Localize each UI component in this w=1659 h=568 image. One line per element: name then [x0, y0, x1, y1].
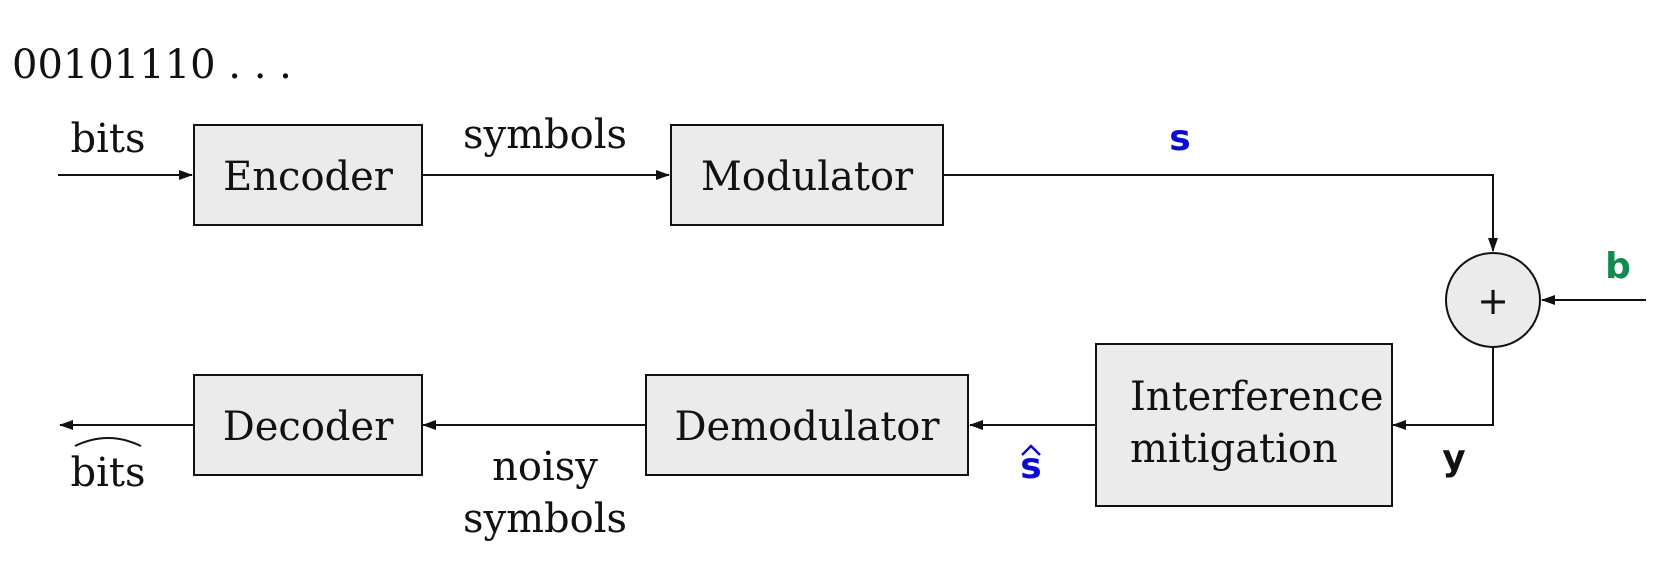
bits-out-label: bits [71, 450, 146, 496]
demodulator-label: Demodulator [674, 404, 940, 450]
b-label: b [1605, 246, 1631, 287]
s-label: s [1169, 118, 1190, 159]
s-wire [943, 174, 1498, 252]
hat-accent-icon [1021, 444, 1041, 456]
y-label: y [1442, 438, 1465, 479]
bits-out-label-group: bits [71, 437, 146, 496]
interference-label-line1: Interference [1130, 374, 1384, 420]
noisy-label-line2: symbols [463, 496, 627, 542]
decoder-block: Decoder [193, 374, 423, 476]
s-hat-label-group: s [1020, 444, 1042, 487]
adder-node: + [1445, 252, 1541, 348]
symbols-label: symbols [463, 112, 627, 158]
modulator-block: Modulator [670, 124, 944, 226]
wide-hat-accent-icon [74, 437, 142, 447]
interference-label-line2: mitigation [1130, 426, 1338, 472]
demodulator-block: Demodulator [645, 374, 969, 476]
noisy-label-line1: noisy [492, 444, 598, 490]
y-wire [1392, 348, 1494, 430]
encoder-block: Encoder [193, 124, 423, 226]
plus-icon: + [1477, 279, 1509, 323]
bitstring-label: 00101110 . . . [12, 42, 292, 88]
encoder-label: Encoder [223, 154, 394, 200]
s-hat-label: s [1020, 446, 1041, 487]
decoder-label: Decoder [223, 404, 395, 450]
interference-mitigation-block: Interference mitigation [1095, 343, 1393, 507]
modulator-label: Modulator [701, 154, 914, 200]
bits-in-label: bits [71, 116, 146, 162]
